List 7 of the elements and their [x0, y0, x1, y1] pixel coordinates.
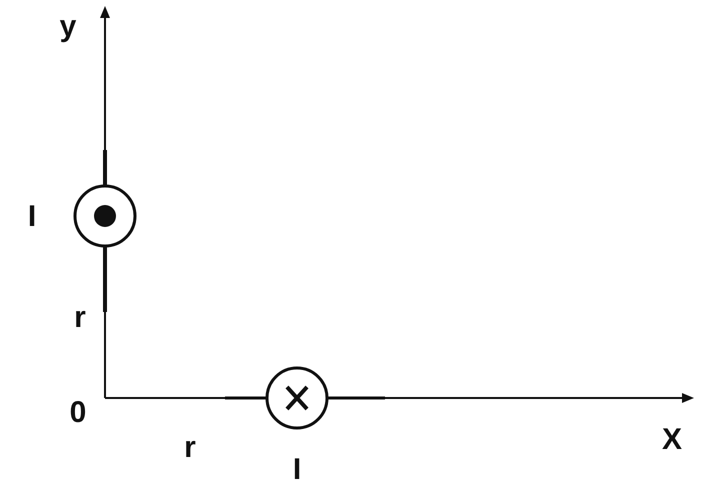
axis-label: r: [184, 433, 196, 463]
axis-label: r: [74, 303, 86, 333]
axis-label: 0: [70, 398, 86, 428]
axis-label: I: [292, 455, 302, 485]
axis-label: y: [60, 12, 76, 42]
axis-label: X: [662, 425, 682, 455]
axis-label: I: [28, 202, 36, 232]
